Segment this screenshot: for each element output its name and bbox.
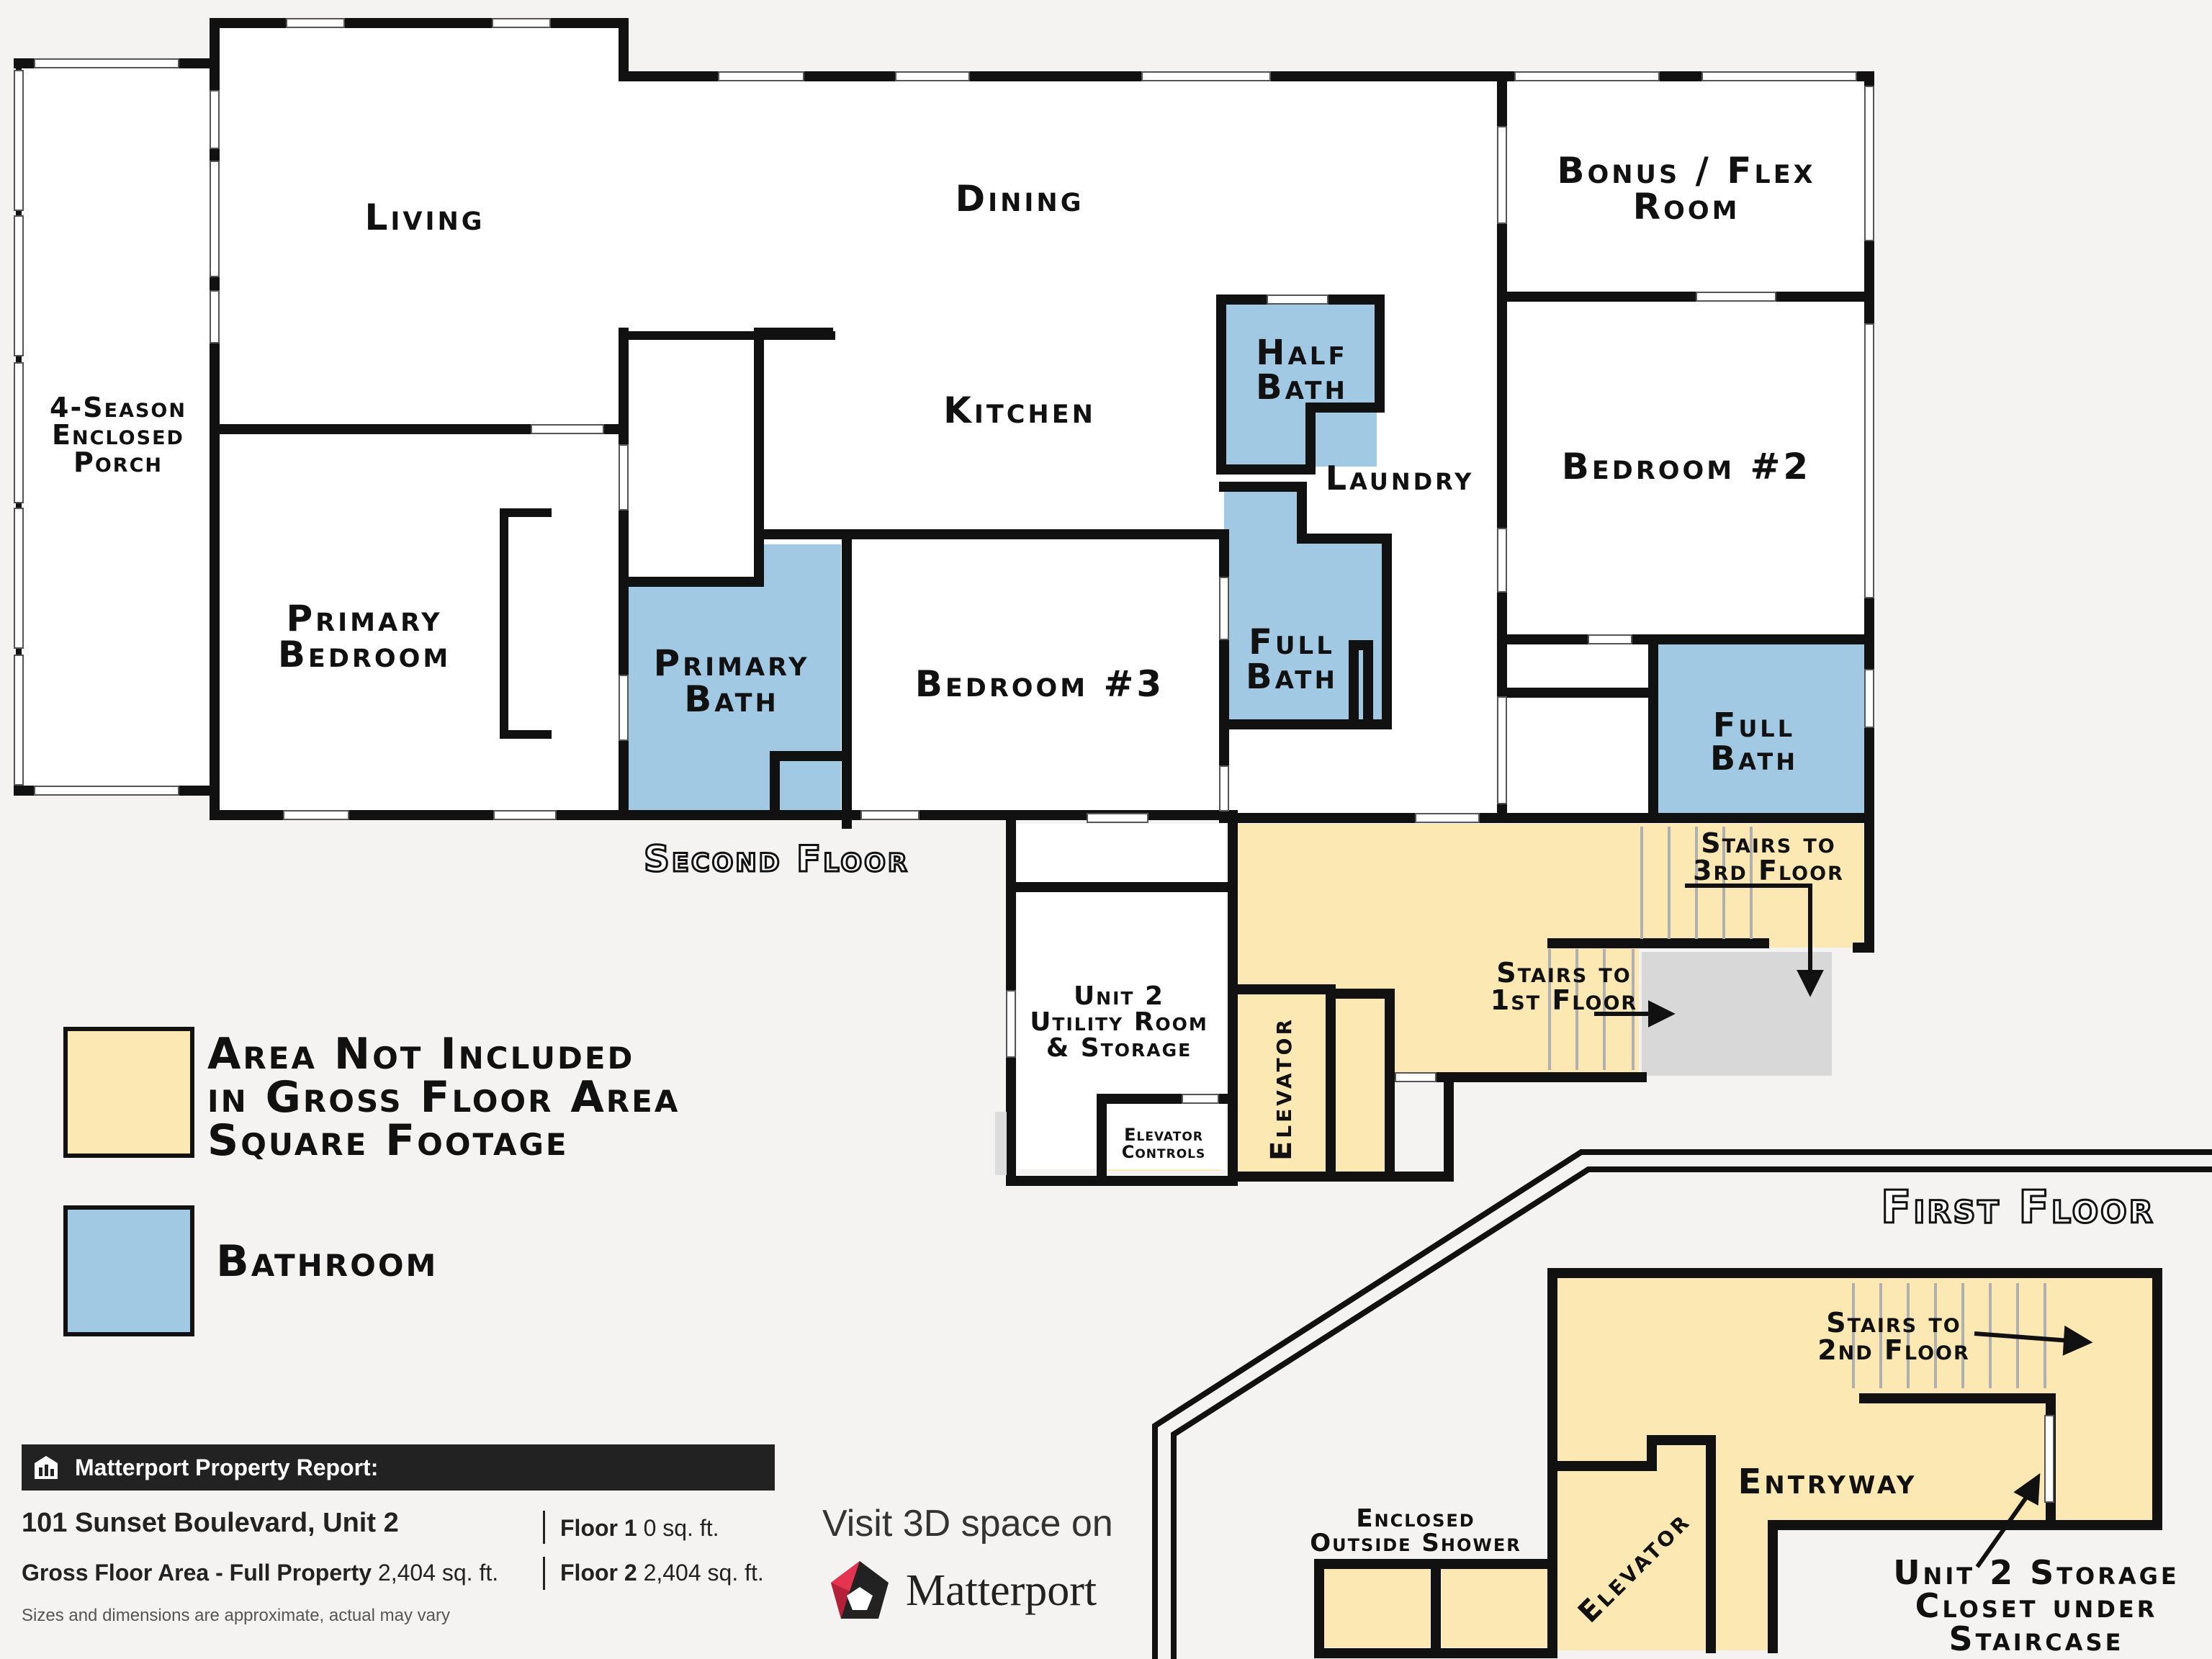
- report-address: 101 Sunset Boulevard, Unit 2: [22, 1508, 399, 1538]
- room-label-porch: 4-Season Enclosed Porch: [50, 392, 186, 478]
- room-label-dining: Dining: [955, 178, 1084, 220]
- room-label-living: Living: [364, 197, 485, 238]
- room-label-primary-bedroom: Primary Bedroom: [277, 598, 451, 675]
- stair-arrows: [1594, 884, 1824, 1028]
- report-floor1: Floor 1 0 sq. ft.: [560, 1515, 719, 1542]
- room-label-entryway: Entryway: [1737, 1462, 1917, 1502]
- first-floor-fills: [1323, 1276, 2154, 1650]
- legend-label-not-included: Area Not Included in Gross Floor Area Sq…: [207, 1029, 680, 1166]
- windows: [14, 18, 1874, 1104]
- first-floor-walls: [1314, 1268, 2162, 1658]
- room-label-bonus: Bonus / Flex Room: [1557, 150, 1816, 228]
- utility-shadow: [995, 1112, 1007, 1175]
- legend-swatch-not-included: [63, 1027, 194, 1158]
- entryway-fill: [1552, 1276, 2154, 1650]
- room-label-half-bath: Half Bath: [1256, 333, 1348, 408]
- room-label-stairs-1st: Stairs to 1st Floor: [1490, 957, 1638, 1016]
- report-disclaimer: Sizes and dimensions are approximate, ac…: [22, 1606, 450, 1625]
- gross-area-label: Gross Floor Area - Full Property: [22, 1560, 372, 1586]
- room-label-elevator-2f: Elevator: [1265, 1016, 1298, 1161]
- room-label-primary-bath: Primary Bath: [653, 642, 810, 720]
- utility-fill: [1017, 824, 1226, 1169]
- building-icon: [35, 1456, 58, 1479]
- room-label-kitchen: Kitchen: [943, 390, 1096, 431]
- matterport-brand[interactable]: Matterport: [906, 1566, 1097, 1615]
- first-floor-frame: [1152, 1149, 2212, 1659]
- elevator-fill: [1233, 997, 1334, 1172]
- report-separator-1: [543, 1511, 545, 1544]
- room-label-shower: Enclosed Outside Shower: [1310, 1504, 1521, 1557]
- floor1-label: Floor 1: [560, 1515, 637, 1541]
- shower-fill-right: [1442, 1568, 1548, 1647]
- floor2-label: Floor 2: [560, 1560, 637, 1586]
- full-bath-mid-fill: [1224, 490, 1382, 723]
- report-gross-area: Gross Floor Area - Full Property 2,404 s…: [22, 1560, 498, 1586]
- room-label-bedroom2: Bedroom #2: [1561, 446, 1812, 487]
- shower-fill-left: [1323, 1568, 1430, 1647]
- first-floor-stair-treads: [1852, 1283, 2046, 1388]
- living-dining-area: [215, 23, 1496, 814]
- storage-door-window: [2044, 1415, 2054, 1503]
- report-header: Matterport Property Report:: [75, 1454, 379, 1480]
- report-header-bar: Matterport Property Report:: [22, 1444, 775, 1491]
- room-label-bedroom3: Bedroom #3: [914, 663, 1165, 705]
- report-floor2: Floor 2 2,404 sq. ft.: [560, 1560, 764, 1586]
- stair-treads: [1548, 827, 1753, 1070]
- second-floor-fills: [19, 23, 1868, 1172]
- first-floor-arrows: [1974, 1325, 2093, 1568]
- floor1-value: 0 sq. ft.: [643, 1515, 719, 1541]
- report-separator-2: [543, 1557, 545, 1590]
- first-floor-title: First Floor: [1880, 1180, 2155, 1235]
- matterport-visit-text[interactable]: Visit 3D space on: [822, 1503, 1113, 1545]
- legend-label-bathroom: Bathroom: [216, 1236, 439, 1287]
- room-label-stairs-3rd: Stairs to 3rd Floor: [1693, 827, 1844, 886]
- room-label-full-bath-right: Full Bath: [1710, 706, 1798, 778]
- room-label-elevator-controls: Elevator Controls: [1121, 1125, 1206, 1162]
- floor2-value: 2,404 sq. ft.: [643, 1560, 764, 1586]
- primary-bath-fill: [626, 544, 841, 812]
- matterport-logo-icon[interactable]: [825, 1558, 894, 1627]
- gross-area-value: 2,404 sq. ft.: [377, 1560, 499, 1586]
- second-floor-title: Second Floor: [643, 837, 909, 881]
- porch-area: [19, 63, 215, 792]
- room-label-utility: Unit 2 Utility Room & Storage: [1030, 981, 1208, 1063]
- room-label-stairs-2nd: Stairs to 2nd Floor: [1817, 1307, 1970, 1366]
- room-label-laundry: Laundry: [1325, 459, 1475, 498]
- legend-swatch-bathroom: [63, 1205, 194, 1336]
- room-label-full-bath-mid: Full Bath: [1246, 622, 1338, 697]
- room-label-storage: Unit 2 Storage Closet under Staircase: [1893, 1553, 2180, 1658]
- full-bath-right-fill: [1658, 642, 1866, 815]
- half-bath-fill: [1224, 302, 1377, 467]
